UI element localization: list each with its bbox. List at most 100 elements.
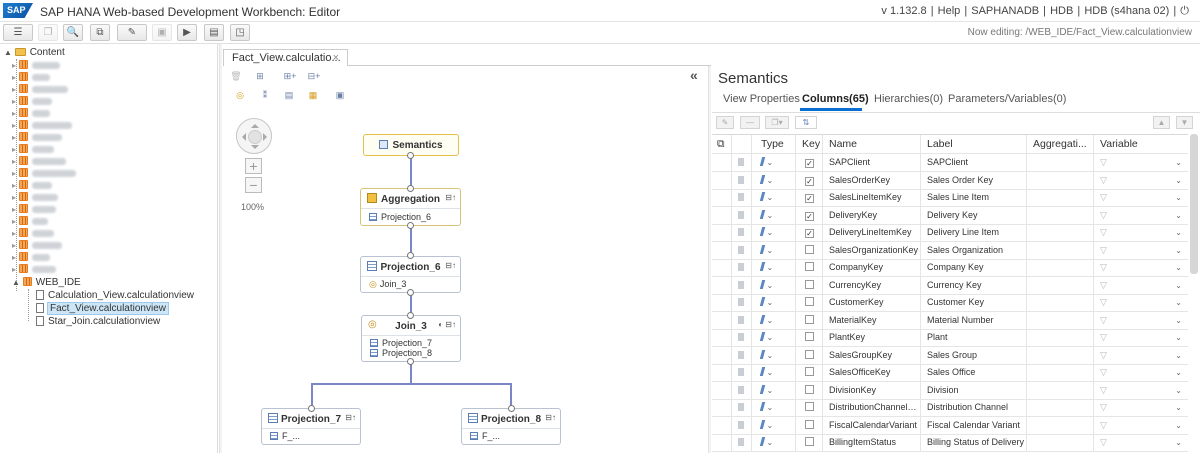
variable-cell[interactable]: ▽⌄	[1094, 172, 1188, 189]
column-name[interactable]: DivisionKey	[823, 381, 921, 399]
aggregation-cell[interactable]	[1027, 276, 1094, 294]
key-checkbox[interactable]	[805, 367, 814, 376]
column-label[interactable]: Division	[921, 381, 1027, 399]
tab-parameters-variables[interactable]: Parameters/Variables(0)	[948, 93, 1067, 105]
aggregation-cell[interactable]	[1027, 241, 1094, 259]
join-node-icon[interactable]: ◎	[236, 90, 244, 100]
col-header-aggregation[interactable]: Aggregati...	[1027, 135, 1094, 153]
aggregation-cell[interactable]	[1027, 171, 1094, 189]
column-name[interactable]: BillingItemStatus	[823, 434, 921, 451]
column-label[interactable]: Company Key	[921, 259, 1027, 276]
column-name[interactable]: SalesLineItemKey	[823, 189, 921, 206]
variable-cell[interactable]: ▽⌄	[1094, 347, 1188, 364]
copy-column-icon[interactable]: ❐▾	[765, 116, 789, 129]
type-dropdown[interactable]: ⌄	[752, 294, 796, 311]
variable-cell[interactable]: ▽⌄	[1094, 312, 1188, 329]
tree-item-package[interactable]: ▸	[12, 263, 56, 276]
chevron-down-icon[interactable]: ⌄	[1175, 298, 1182, 307]
table-scrollbar[interactable]	[1190, 134, 1198, 274]
key-checkbox[interactable]	[805, 419, 814, 429]
type-dropdown[interactable]: ⌄	[752, 171, 796, 189]
aggregation-cell[interactable]	[1027, 154, 1094, 171]
auto-layout-icon[interactable]: ⊞	[256, 71, 264, 81]
column-label[interactable]: Currency Key	[921, 276, 1027, 294]
column-name[interactable]: CompanyKey	[823, 259, 921, 276]
column-label[interactable]: Fiscal Calendar Variant	[921, 416, 1027, 434]
multi-file-icon[interactable]: ⧉	[90, 24, 110, 41]
tree-item-package[interactable]: ▸	[12, 95, 52, 108]
key-checkbox[interactable]	[805, 402, 814, 411]
type-dropdown[interactable]: ⌄	[752, 399, 796, 416]
tree-item-package[interactable]: ▸	[12, 131, 62, 144]
chevron-down-icon[interactable]: ⌄	[1175, 210, 1182, 220]
column-label[interactable]: Billing Status of Delivery	[921, 434, 1027, 451]
join-3-node[interactable]: ◎ Join_3 ◐ ⊟↑ Projection_7 Projection_8	[361, 315, 461, 362]
select-all-icon[interactable]: ⧉	[712, 135, 732, 153]
type-dropdown[interactable]: ⌄	[752, 381, 796, 399]
chevron-down-icon[interactable]: ⌄	[1175, 385, 1182, 395]
key-checkbox[interactable]: ✓	[805, 211, 814, 221]
run-icon[interactable]: ▶	[177, 24, 197, 41]
key-checkbox[interactable]: ✓	[805, 194, 814, 203]
union-node-icon[interactable]: ⁑	[262, 90, 268, 100]
diagram-canvas[interactable]	[223, 66, 709, 453]
key-checkbox[interactable]	[805, 297, 814, 306]
search-icon[interactable]: 🔍	[63, 24, 83, 41]
propagate-icon[interactable]: ⇅	[795, 116, 817, 129]
tree-item-package[interactable]: ▸	[12, 239, 62, 252]
node-menu-icon[interactable]: ⊟↑	[545, 413, 556, 422]
type-dropdown[interactable]: ⌄	[752, 224, 796, 241]
variable-cell[interactable]: ▽⌄	[1094, 329, 1188, 346]
projection-6-node[interactable]: Projection_6 ⊟↑ ◎Join_3	[360, 256, 461, 293]
variable-cell[interactable]: ▽⌄	[1094, 399, 1188, 416]
col-header-type[interactable]: Type	[752, 135, 796, 153]
tree-item-package[interactable]: ▸	[12, 71, 50, 84]
tree-item-package[interactable]: ▸	[12, 143, 54, 156]
column-label[interactable]: Distribution Channel	[921, 399, 1027, 416]
chevron-down-icon[interactable]: ⌄	[1175, 245, 1182, 255]
tree-file-fact-view[interactable]: Fact_View.calculationview	[36, 302, 169, 315]
tree-item-package[interactable]: ▸	[12, 191, 58, 204]
key-checkbox[interactable]	[805, 332, 814, 341]
column-label[interactable]: SAPClient	[921, 154, 1027, 171]
rank-node-icon[interactable]: ▣	[335, 90, 345, 100]
chevron-down-icon[interactable]: ⌄	[1175, 263, 1182, 272]
tree-item-package[interactable]: ▸	[12, 83, 68, 96]
move-up-icon[interactable]: ▲	[1153, 116, 1170, 129]
tree-item-package[interactable]: ▸	[12, 203, 56, 216]
aggregation-cell[interactable]	[1027, 434, 1094, 451]
tab-view-properties[interactable]: View Properties	[723, 93, 800, 105]
tab-columns[interactable]: Columns(65)	[802, 93, 869, 105]
aggregation-node-icon[interactable]: ▦	[308, 90, 318, 100]
edit-icon[interactable]: ✎	[117, 24, 147, 41]
column-name[interactable]: CustomerKey	[823, 294, 921, 311]
variable-cell[interactable]: ▽⌄	[1094, 382, 1188, 399]
variable-cell[interactable]: ▽⌄	[1094, 189, 1188, 206]
left-splitter[interactable]	[219, 44, 222, 453]
column-name[interactable]: SalesGroupKey	[823, 346, 921, 364]
help-link[interactable]: Help	[937, 5, 961, 17]
node-menu-icon[interactable]: ⊟↑	[445, 193, 456, 202]
aggregation-cell[interactable]	[1027, 206, 1094, 224]
type-dropdown[interactable]: ⌄	[752, 259, 796, 276]
collapse-all-icon[interactable]: ⊟+	[307, 71, 321, 81]
user-label[interactable]: HDB (s4hana 02)	[1084, 5, 1170, 17]
chevron-down-icon[interactable]: ⌄	[1175, 350, 1182, 360]
key-checkbox[interactable]	[805, 244, 814, 254]
tree-item-package[interactable]: ▸	[12, 59, 60, 72]
tree-item-package[interactable]: ▸	[12, 155, 66, 168]
chevron-down-icon[interactable]: ⌄	[1175, 368, 1182, 377]
table-icon[interactable]: ▤	[204, 24, 224, 41]
chevron-down-icon[interactable]: ⌄	[1175, 438, 1182, 447]
projection-8-node[interactable]: Projection_8 ⊟↑ F_...	[461, 408, 561, 445]
aggregation-cell[interactable]	[1027, 346, 1094, 364]
type-dropdown[interactable]: ⌄	[752, 434, 796, 451]
collapse-panel-icon[interactable]: «	[690, 67, 698, 83]
